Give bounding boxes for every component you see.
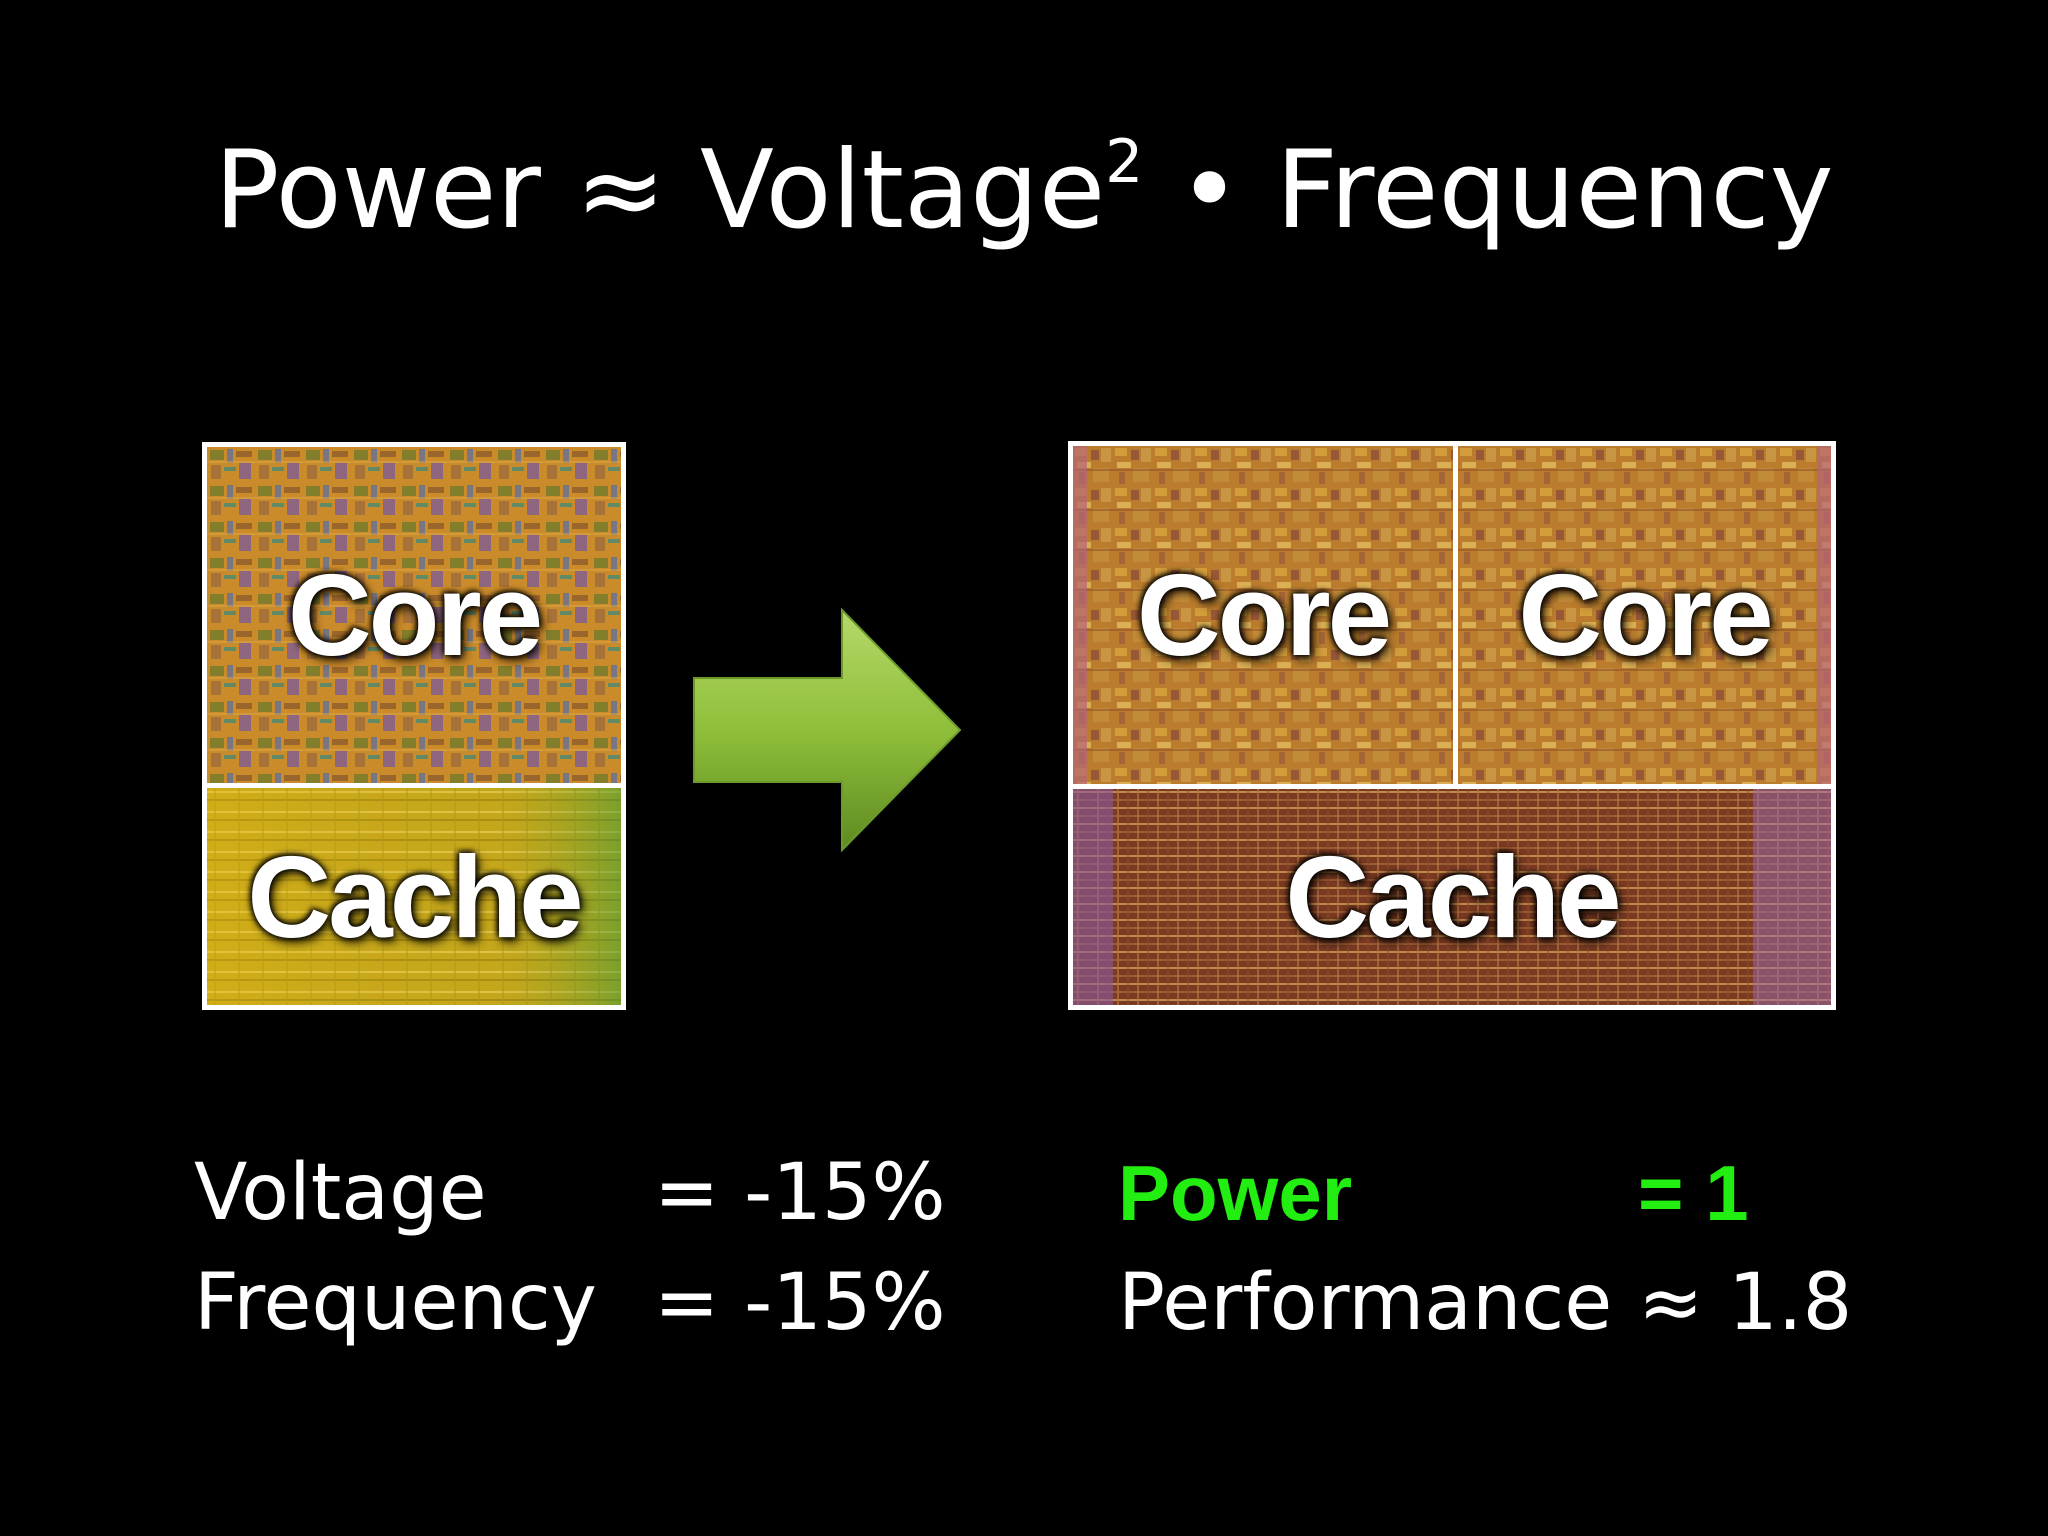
cache-label: Cache bbox=[1073, 830, 1831, 964]
title-exponent: 2 bbox=[1105, 127, 1143, 197]
left-stats: Voltage = -15% Frequency = -15% bbox=[194, 1138, 914, 1358]
stat-value: = -15% bbox=[654, 1138, 946, 1248]
stat-label: Power bbox=[1118, 1138, 1352, 1248]
stat-row-performance: Performance ≈ 1.8 bbox=[1118, 1248, 1898, 1358]
dual-cache-tile: Cache bbox=[1073, 789, 1831, 1005]
stat-row-power: Power = 1 bbox=[1118, 1138, 1898, 1248]
title-right: • Frequency bbox=[1143, 128, 1833, 253]
right-arrow-icon bbox=[690, 600, 970, 860]
dual-core-tile-2: Core bbox=[1458, 446, 1831, 784]
slide-title: Power ≈ Voltage2 • Frequency bbox=[0, 128, 2048, 253]
stat-value: = -15% bbox=[654, 1248, 946, 1358]
stat-label: Performance bbox=[1118, 1248, 1612, 1358]
stat-label: Voltage bbox=[194, 1138, 487, 1248]
stat-row-voltage: Voltage = -15% bbox=[194, 1138, 914, 1248]
title-left: Power ≈ Voltage bbox=[214, 128, 1105, 253]
stat-value: = 1 bbox=[1638, 1138, 1749, 1248]
dual-core-tile-1: Core bbox=[1073, 446, 1453, 784]
cache-label: Cache bbox=[207, 830, 621, 964]
single-core-tile: Core bbox=[207, 447, 621, 783]
right-stats: Power = 1 Performance ≈ 1.8 bbox=[1118, 1138, 1898, 1358]
single-cache-tile: Cache bbox=[207, 788, 621, 1005]
single-core-chip: Core Cache bbox=[202, 442, 626, 1010]
stat-row-frequency: Frequency = -15% bbox=[194, 1248, 914, 1358]
stat-value: ≈ 1.8 bbox=[1638, 1248, 1852, 1358]
core-label: Core bbox=[207, 548, 621, 682]
core-label: Core bbox=[1458, 548, 1831, 682]
stat-label: Frequency bbox=[194, 1248, 597, 1358]
core-label: Core bbox=[1073, 548, 1453, 682]
dual-core-chip: Core Core Cache bbox=[1068, 441, 1836, 1010]
